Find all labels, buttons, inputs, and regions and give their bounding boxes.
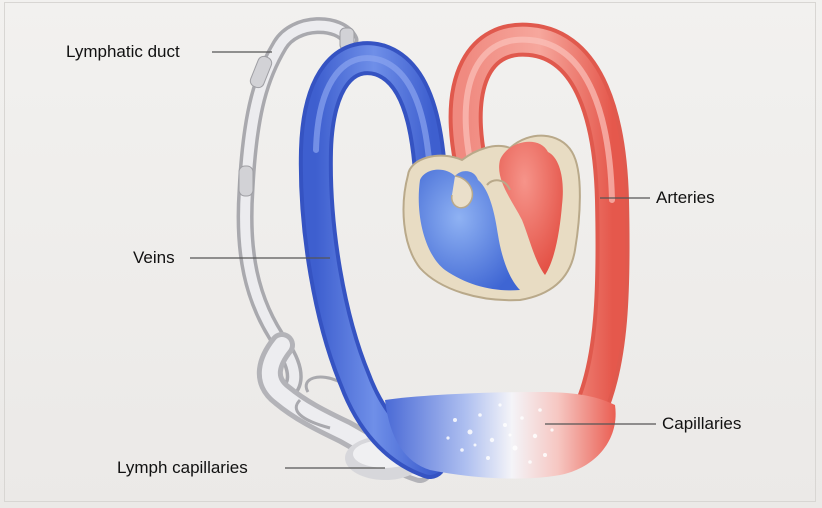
label-lymphatic-duct: Lymphatic duct — [66, 42, 180, 62]
heart — [404, 136, 580, 301]
label-capillaries: Capillaries — [662, 414, 741, 434]
label-arteries: Arteries — [656, 188, 715, 208]
label-veins: Veins — [133, 248, 175, 268]
label-lymph-capillaries: Lymph capillaries — [117, 458, 248, 478]
